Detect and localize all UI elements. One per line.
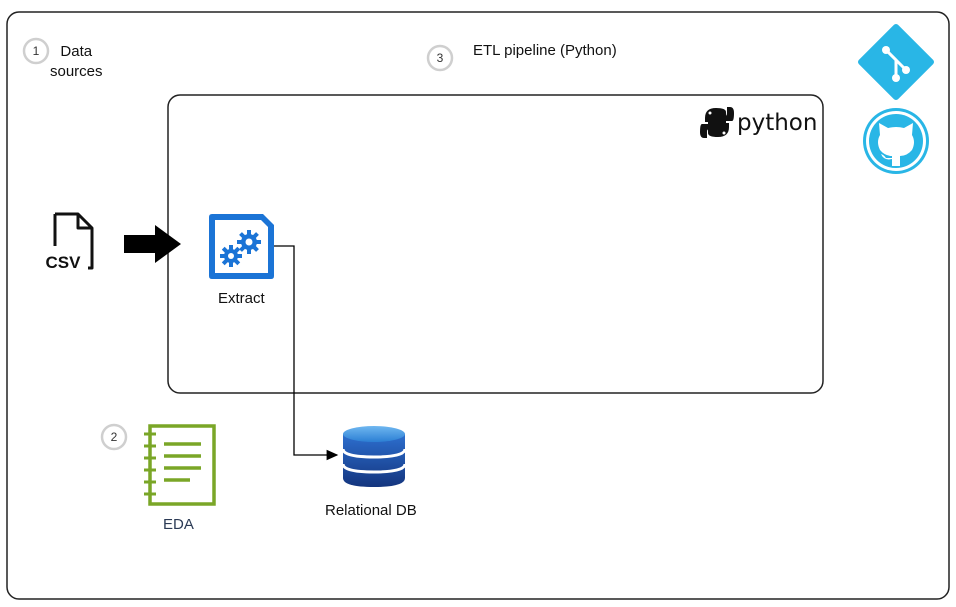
data-sources-line2: sources [50,63,103,80]
notebook-icon [144,424,216,506]
git-icon [858,24,934,100]
eda-label: EDA [163,516,194,533]
data-sources-line1: Data [60,43,93,60]
flow-arrow [124,225,181,263]
csv-file-icon: CSV [46,212,94,272]
data-sources-label: Data sources [50,42,103,82]
csv-text: CSV [46,253,82,272]
etl-pipeline-label: ETL pipeline (Python) [473,42,617,59]
python-logo-text: python [737,110,817,136]
step-1-badge: 1 [22,37,50,65]
extract-to-db-connector [274,245,339,461]
step-2-badge: 2 [100,423,128,451]
database-icon [341,426,407,487]
python-logo-icon: python [700,107,817,138]
extract-label: Extract [218,290,265,307]
step-2-number: 2 [111,430,118,444]
step-1-number: 1 [33,44,40,58]
step-3-badge: 3 [426,44,454,72]
github-icon [863,108,929,174]
relational-db-label: Relational DB [325,502,417,519]
gears-document-icon [209,214,274,279]
step-3-number: 3 [437,51,444,65]
